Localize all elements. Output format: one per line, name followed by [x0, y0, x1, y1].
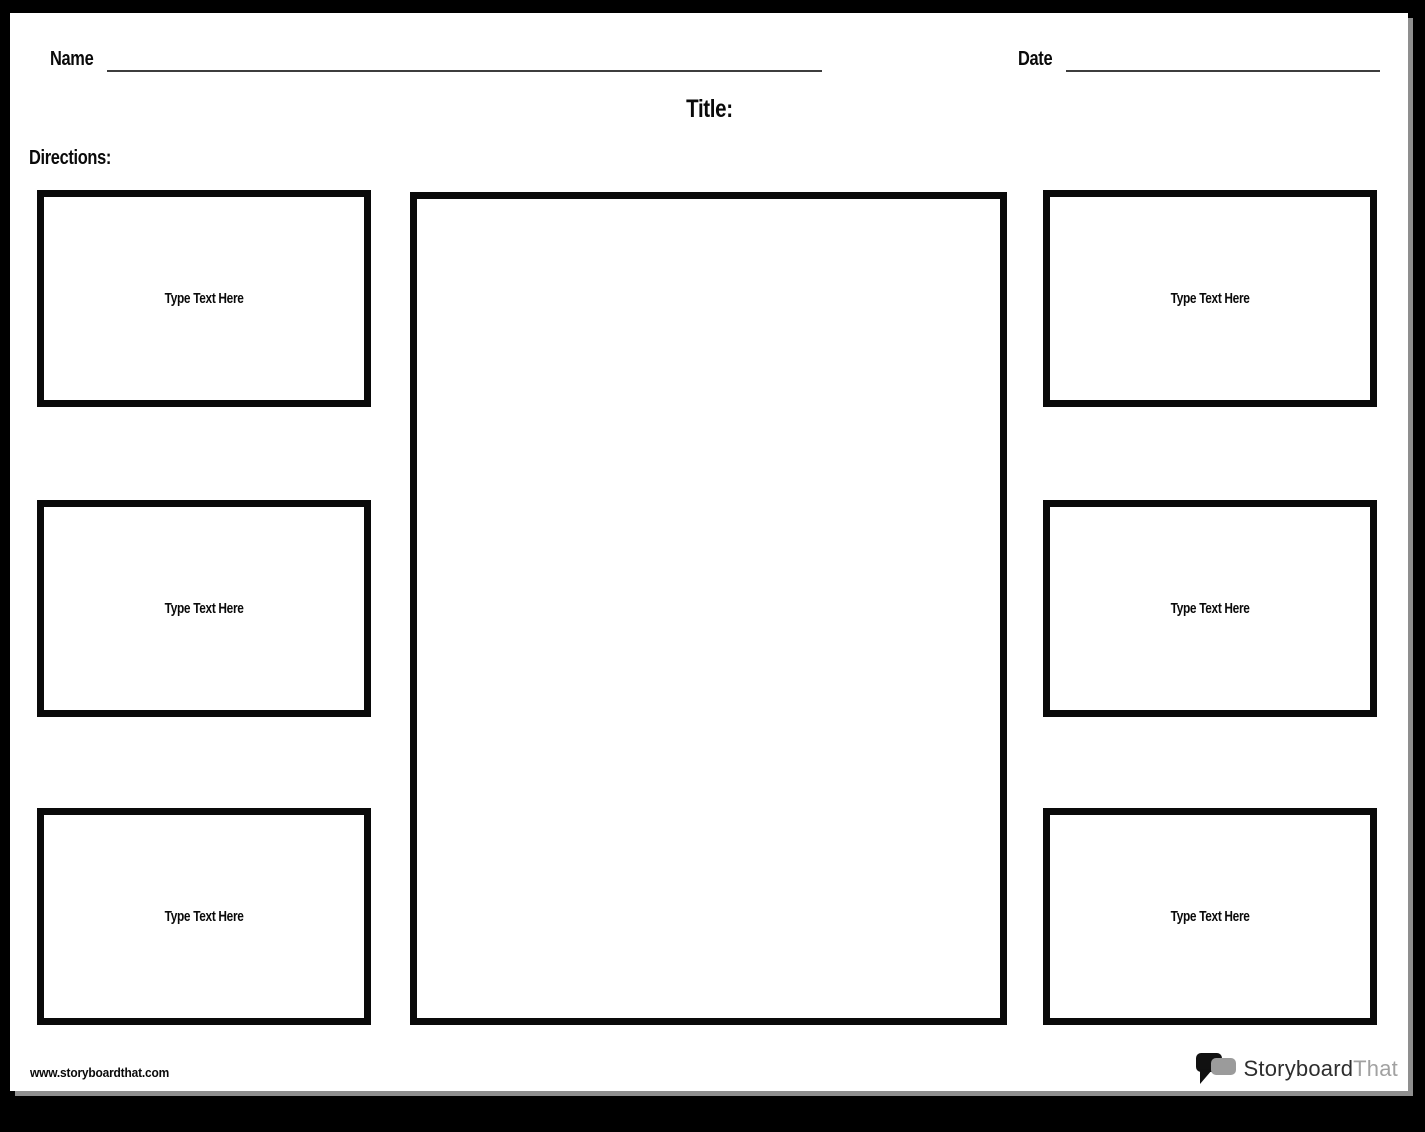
worksheet-page: Name Date Title: Directions: Type Text H…	[10, 13, 1408, 1091]
text-box-placeholder: Type Text Here	[1170, 600, 1250, 617]
name-label: Name	[50, 48, 103, 71]
website-url: www.storyboardthat.com	[30, 1065, 181, 1080]
text-box-right-middle[interactable]: Type Text Here	[1043, 500, 1377, 717]
date-label: Date	[1018, 48, 1060, 71]
logo-wordmark: StoryboardThat	[1244, 1056, 1398, 1082]
date-label-text: Date	[1018, 48, 1053, 70]
text-box-right-bottom[interactable]: Type Text Here	[1043, 808, 1377, 1025]
text-box-placeholder: Type Text Here	[1170, 290, 1250, 307]
name-label-text: Name	[50, 48, 94, 70]
text-box-right-top[interactable]: Type Text Here	[1043, 190, 1377, 407]
name-input-line[interactable]	[107, 70, 822, 72]
text-box-left-middle[interactable]: Type Text Here	[37, 500, 371, 717]
logo-text-secondary: That	[1353, 1056, 1398, 1081]
text-box-left-bottom[interactable]: Type Text Here	[37, 808, 371, 1025]
speech-bubbles-icon	[1195, 1053, 1236, 1084]
text-box-left-top[interactable]: Type Text Here	[37, 190, 371, 407]
website-url-text: www.storyboardthat.com	[30, 1065, 170, 1080]
text-box-placeholder: Type Text Here	[164, 600, 244, 617]
directions-label: Directions:	[29, 147, 129, 170]
text-box-placeholder: Type Text Here	[164, 908, 244, 925]
storyboardthat-logo: StoryboardThat	[1195, 1051, 1398, 1087]
date-input-line[interactable]	[1066, 70, 1380, 72]
logo-text-primary: Storyboard	[1243, 1056, 1354, 1081]
directions-label-text: Directions:	[29, 147, 112, 169]
text-box-placeholder: Type Text Here	[164, 290, 244, 307]
page-title-text: Title:	[685, 95, 733, 123]
main-drawing-area[interactable]	[410, 192, 1007, 1025]
text-box-placeholder: Type Text Here	[1170, 908, 1250, 925]
page-title: Title:	[10, 95, 1408, 124]
